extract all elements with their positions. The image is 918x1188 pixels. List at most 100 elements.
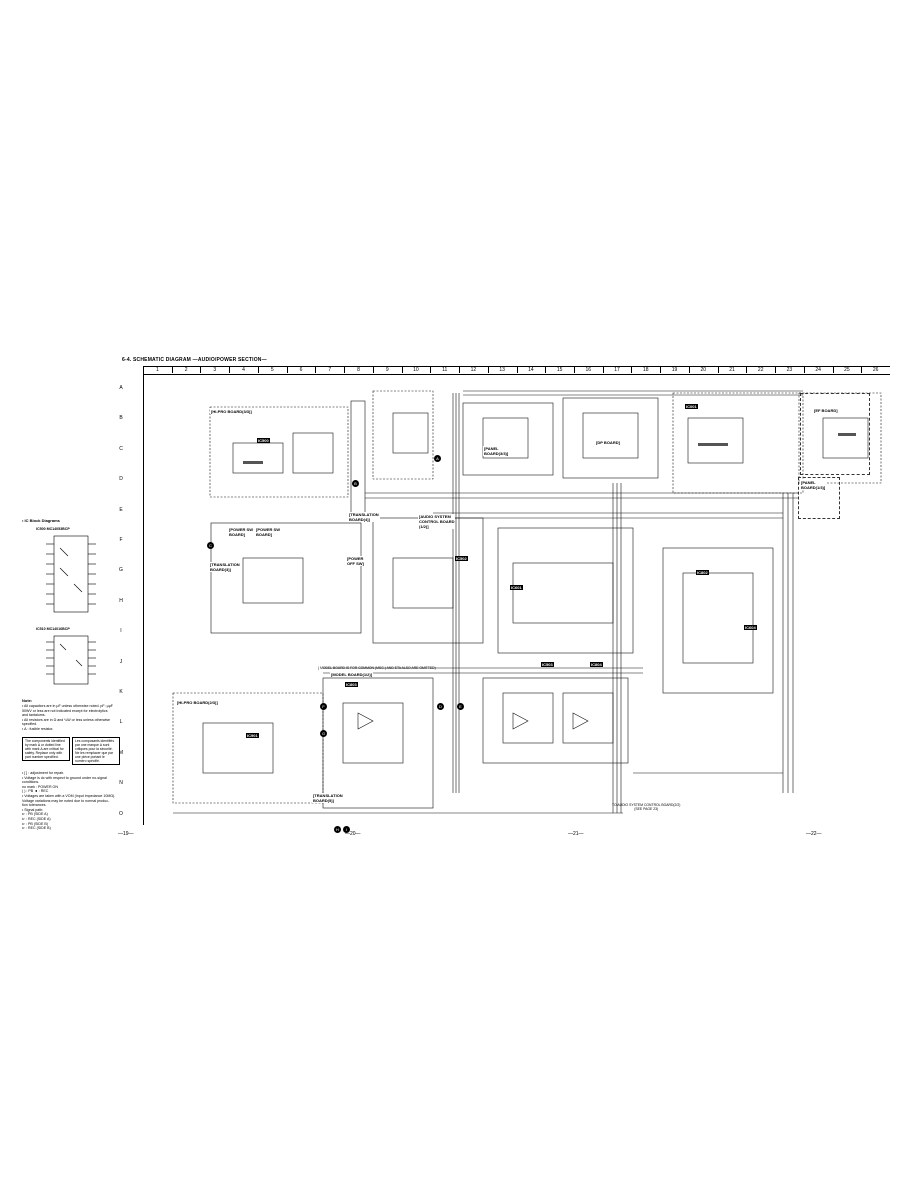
legend-line: ⊳ : PB (SIDE A) bbox=[22, 812, 48, 817]
column-separator bbox=[775, 366, 777, 373]
legend-line: conditions. bbox=[22, 780, 40, 785]
column-separator bbox=[459, 366, 461, 373]
column-number: 23 bbox=[786, 367, 793, 373]
row-letter: K bbox=[119, 689, 123, 695]
column-number: 11 bbox=[442, 367, 448, 373]
panel-1-outline bbox=[798, 477, 840, 519]
board-label-power-sw: [POWER SW BOARD] bbox=[228, 527, 254, 537]
chip-tag: IC601 bbox=[510, 585, 523, 590]
board-label-translation-5: [TRANSLATION BOARD(5)] bbox=[312, 793, 344, 803]
connector-marker: D bbox=[437, 703, 444, 710]
connector-marker: H bbox=[334, 826, 341, 833]
ic510-label: IC510 MC14016BCP bbox=[36, 627, 70, 631]
board-label-dp: [DP BOARD] bbox=[595, 440, 621, 445]
column-separator bbox=[660, 366, 662, 373]
column-separator bbox=[430, 366, 432, 373]
column-number: 20 bbox=[700, 367, 707, 373]
column-separator bbox=[516, 366, 518, 373]
legend-line: Voltage variations may be noted due to n… bbox=[22, 798, 110, 803]
column-number: 21 bbox=[729, 367, 735, 373]
column-separator bbox=[229, 366, 231, 373]
column-number: 8 bbox=[357, 367, 360, 373]
chip-tag: IC001 bbox=[685, 404, 698, 409]
page-number: —21— bbox=[568, 831, 584, 837]
row-letter: I bbox=[120, 628, 122, 635]
connector-marker: E bbox=[457, 703, 464, 710]
legend-line: • [ ] : adjustment for repair. bbox=[22, 771, 65, 775]
note-line: specified. bbox=[22, 722, 38, 727]
column-separator bbox=[487, 366, 489, 373]
column-separator bbox=[143, 366, 144, 373]
ic-block-heading: • IC Block Diagrams bbox=[22, 518, 60, 523]
connector-marker: C bbox=[207, 542, 214, 549]
chip-tag: IC502 bbox=[455, 556, 468, 561]
column-number: 12 bbox=[470, 367, 477, 373]
legend-line: • Voltage is dc with respect to ground u… bbox=[22, 775, 107, 780]
note-line: and tantalums. bbox=[22, 713, 46, 718]
column-number: 18 bbox=[643, 367, 649, 373]
column-separator bbox=[545, 366, 547, 373]
column-separator bbox=[631, 366, 633, 373]
board-label-power-sw-2: [POWER SW BOARD] bbox=[255, 527, 281, 537]
row-letter: F bbox=[119, 537, 123, 543]
row-letter: J bbox=[119, 658, 123, 665]
legend-line: ⊳ : PB (SIDE B) bbox=[22, 821, 48, 826]
column-number: 22 bbox=[757, 367, 764, 373]
row-letter: G bbox=[119, 567, 123, 574]
row-letter: B bbox=[119, 415, 123, 422]
column-number: 15 bbox=[556, 367, 563, 373]
connector-marker: F bbox=[320, 703, 327, 710]
column-separator bbox=[315, 366, 317, 373]
chip-tag: IC604 bbox=[744, 625, 757, 630]
column-separator bbox=[688, 366, 690, 373]
row-letter: O bbox=[119, 810, 123, 817]
ic500-block-diagram bbox=[46, 535, 96, 613]
board-label-power-off: [POWER OFF SW] bbox=[346, 556, 365, 566]
chip-tag: IC503 bbox=[541, 662, 554, 667]
ic500-label: IC500 MC14053BCP bbox=[36, 527, 70, 531]
row-grid-frame bbox=[126, 373, 144, 825]
column-number: 24 bbox=[815, 367, 821, 373]
column-number: 14 bbox=[528, 367, 534, 373]
bottom-note: TO AUDIO SYSTEM CONTROL BOARD(2/2) (SEE … bbox=[612, 803, 681, 811]
column-number: 25 bbox=[844, 367, 850, 373]
page-number: —22— bbox=[806, 831, 822, 837]
column-separator bbox=[803, 366, 805, 373]
schematic-drawing bbox=[172, 390, 882, 814]
column-separator bbox=[257, 366, 259, 373]
ic510-block-diagram bbox=[46, 635, 96, 685]
note-line: • All capacitors are in μF unless otherw… bbox=[22, 704, 113, 708]
board-label-translation-3: [TRANSLATION BOARD(3)] bbox=[209, 562, 241, 572]
legend-line: ⊳ : REC (SIDE B) bbox=[22, 826, 51, 831]
column-separator bbox=[401, 366, 403, 373]
column-number: 4 bbox=[242, 367, 245, 373]
column-number: 13 bbox=[499, 367, 505, 373]
row-letter: L bbox=[119, 719, 123, 726]
legend-list: • [ ] : adjustment for repair.• Voltage … bbox=[22, 771, 122, 831]
row-letter: C bbox=[119, 445, 123, 452]
board-label-audio-system: [AUDIO SYSTEM CONTROL BOARD (1/2)] bbox=[418, 514, 456, 529]
column-separator bbox=[717, 366, 719, 373]
column-number: 16 bbox=[585, 367, 592, 373]
chip-tag: IC803 bbox=[345, 682, 358, 687]
legend-line: tion tolerances. bbox=[22, 803, 47, 808]
board-label-translation-4: [TRANSLATION BOARD(4)] bbox=[348, 512, 380, 522]
row-letter: D bbox=[119, 476, 123, 483]
chip-tag: IC804 bbox=[590, 662, 603, 667]
note-line: • All resistors are in Ω and ¼W or less … bbox=[22, 717, 111, 722]
column-separator bbox=[344, 366, 346, 373]
column-number: 17 bbox=[614, 367, 620, 373]
safety-note-en: The components identified by mark ∆ or d… bbox=[22, 737, 70, 761]
column-separator bbox=[372, 366, 374, 373]
legend-line: ( ) : PB ◄ : REC bbox=[22, 789, 49, 794]
column-separator bbox=[832, 366, 834, 373]
board-label-panel-3: [PANEL BOARD(3/3)] bbox=[483, 446, 510, 456]
legend-line: ⊳ : REC (SIDE A) bbox=[22, 816, 51, 821]
diagram-title: 6-4. SCHEMATIC DIAGRAM —AUDIO/POWER SECT… bbox=[122, 357, 267, 363]
connector-marker: I bbox=[343, 826, 350, 833]
column-number: 19 bbox=[671, 367, 678, 373]
row-letter: A bbox=[119, 385, 123, 391]
column-number: 7 bbox=[328, 367, 332, 373]
connector-marker: A bbox=[434, 455, 441, 462]
legend-line: • Signal path: bbox=[22, 807, 44, 812]
